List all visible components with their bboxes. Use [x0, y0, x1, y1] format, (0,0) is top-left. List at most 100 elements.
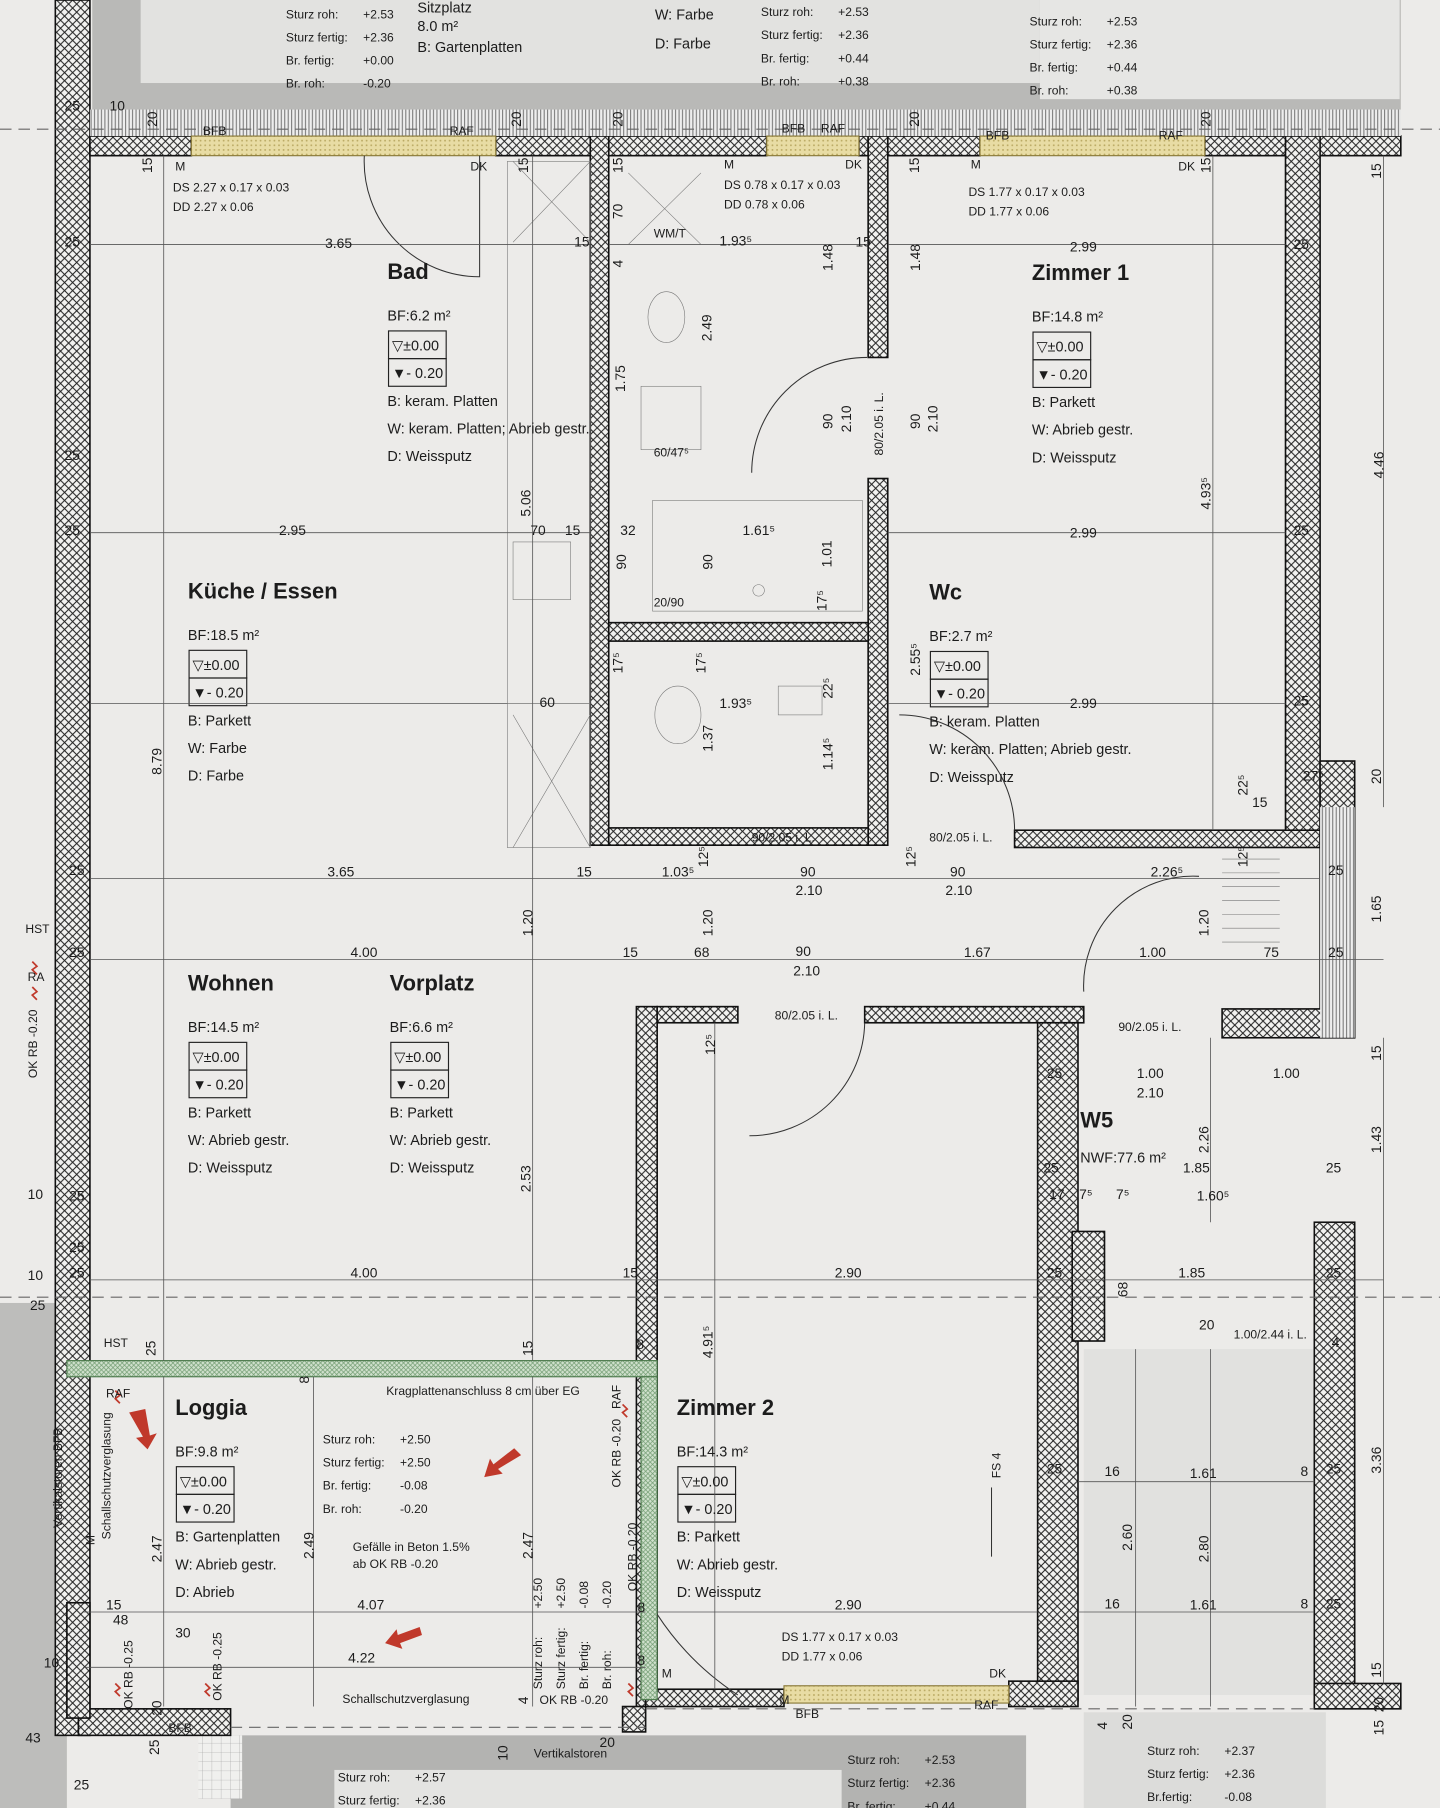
- plan-label: Gefälle in Beton 1.5%: [353, 1540, 470, 1554]
- spec-value: +2.57: [415, 1770, 446, 1784]
- dimension-label: 4.22: [348, 1650, 375, 1666]
- level-box: [929, 678, 989, 708]
- level-box: [1032, 359, 1092, 389]
- spec-value: +2.36: [1107, 37, 1138, 51]
- plan-label: M: [724, 157, 734, 171]
- dimension-label: 2.53: [517, 1165, 533, 1192]
- spec-label: Sturz roh:: [761, 5, 813, 19]
- dimension-label: 20: [906, 111, 922, 127]
- dimension-label: 2.26⁵: [1151, 863, 1184, 879]
- spec-value: +2.53: [925, 1753, 956, 1767]
- dimension-label: 25: [69, 1265, 85, 1281]
- dimension-label: 16: [1104, 1463, 1120, 1479]
- dimension-label: 20: [508, 111, 524, 127]
- sill-spec: DD 1.77 x 0.06: [968, 205, 1049, 219]
- plan-label: RAF: [1159, 129, 1183, 143]
- level-box: [175, 1493, 235, 1523]
- ceiling-finish: D: Weissputz: [677, 1585, 762, 1601]
- spec-value: +0.44: [1107, 60, 1138, 74]
- spec-label: Sturz roh:: [847, 1753, 899, 1767]
- spec-value: +2.36: [363, 31, 394, 45]
- spec-value: +2.50: [531, 1578, 545, 1609]
- slope-arrow: [484, 1448, 522, 1478]
- sill-spec: DS 2.27 x 0.17 x 0.03: [173, 180, 290, 194]
- dimension-label: 25: [65, 98, 81, 114]
- dimension-label: 15: [623, 944, 639, 960]
- plan-label: DK: [1178, 160, 1195, 174]
- sill-spec: DS 0.78 x 0.17 x 0.03: [724, 178, 841, 192]
- dimension-label: 1.61⁵: [742, 522, 775, 538]
- floor-finish: B: Parkett: [677, 1530, 740, 1546]
- spec-label: Br. fertig:: [761, 51, 809, 65]
- door-swing-bad-inner: [751, 356, 867, 473]
- toilet: [647, 291, 686, 343]
- dimension-label: 4.93⁵: [1198, 477, 1214, 510]
- dimension-label: 16: [1104, 1596, 1120, 1612]
- window: [783, 1685, 1010, 1704]
- spec-value: +0.44: [838, 51, 869, 65]
- spec-value: +2.50: [554, 1578, 568, 1609]
- dimension-label: 25: [65, 522, 81, 538]
- unit-name: W5: [1080, 1108, 1113, 1133]
- floor-finish: B: keram. Platten: [387, 394, 497, 410]
- plan-label: Schallschutzverglasung: [100, 1412, 114, 1539]
- dimension-label: 2.99: [1070, 695, 1097, 711]
- room-name: Zimmer 2: [677, 1395, 774, 1420]
- spec-value: +0.38: [838, 74, 869, 88]
- dimension-label: 2.55⁵: [907, 643, 923, 676]
- dimension-label: 1.03⁵: [662, 863, 695, 879]
- dimension-label: 25: [1326, 1461, 1342, 1477]
- level-raw: ▼- 0.20: [1036, 367, 1087, 383]
- facade-strip: [89, 109, 1401, 137]
- wall: [1013, 829, 1321, 849]
- plan-label: M: [662, 1667, 672, 1681]
- wall: [644, 1688, 785, 1708]
- dimension-label: 2.80: [1195, 1535, 1211, 1562]
- wall: [1313, 1221, 1356, 1696]
- dimension-label: 20: [148, 1700, 164, 1716]
- dimension-label: 1.20: [700, 909, 716, 936]
- dimension-label: 2.10: [796, 882, 823, 898]
- spec-value: -0.20: [363, 77, 391, 91]
- plan-label: BFB: [168, 1721, 192, 1735]
- spec-value: +2.53: [838, 5, 869, 19]
- spec-label: Sturz fertig:: [1147, 1767, 1209, 1781]
- ceiling-finish: D: Abrieb: [175, 1585, 234, 1601]
- door-swing-zimmer2-window: [656, 1614, 739, 1696]
- level-box: [390, 1069, 450, 1099]
- dimension-label: 2.49: [301, 1532, 317, 1559]
- dimension-label: 1.01: [818, 540, 834, 567]
- room-area: BF:14.3 m²: [677, 1444, 748, 1460]
- level-finished: ▽±0.00: [392, 339, 439, 355]
- dimension-label: 25: [69, 1187, 85, 1203]
- dimension-label: 90: [907, 413, 923, 429]
- dimension-label: 15: [1368, 1045, 1384, 1061]
- dimension-label: 25: [1294, 236, 1310, 252]
- outside-area: 8.0 m²: [417, 19, 458, 35]
- dimension-label: 70: [530, 522, 546, 538]
- wall: [1036, 1021, 1079, 1702]
- electric-symbol: [621, 1403, 629, 1418]
- spec-value: +2.53: [1107, 14, 1138, 28]
- dimension-label: 4.00: [350, 1265, 377, 1281]
- dimension-label: 2.10: [924, 405, 940, 432]
- wall: [621, 1705, 647, 1733]
- plan-label: BFB: [203, 124, 227, 138]
- dimension-label: 15: [906, 157, 922, 173]
- dimension-label: 22⁵: [819, 678, 835, 699]
- spec-label: Br. roh:: [1030, 84, 1069, 98]
- dimension-label: 30: [175, 1624, 191, 1640]
- spec-value: +0.44: [925, 1799, 956, 1808]
- dimension-label: 20: [1371, 1697, 1387, 1713]
- outside-title: Sitzplatz: [417, 1, 471, 17]
- level-box: [188, 1069, 248, 1099]
- room-name: Vorplatz: [390, 970, 475, 995]
- spec-label: Sturz fertig:: [338, 1794, 400, 1808]
- plan-label: OK RB -0.20: [609, 1419, 623, 1488]
- dimension-label: 25: [1294, 522, 1310, 538]
- dimension-label: 8: [296, 1376, 312, 1384]
- dimension-label: 90: [700, 554, 716, 570]
- plan-label: RA: [28, 970, 46, 984]
- ceiling-finish: D: Weissputz: [387, 449, 472, 465]
